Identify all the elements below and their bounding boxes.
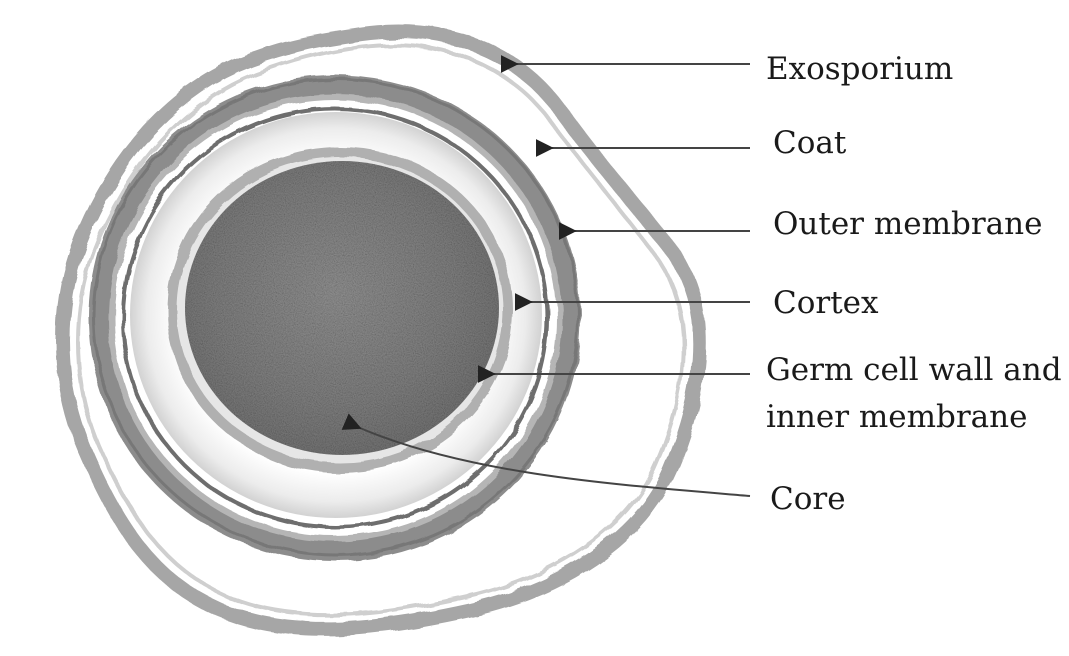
label-coat: Coat [773,125,847,161]
label-germ-cell-wall-line1: Germ cell wall and [766,352,1062,388]
core-texture [185,161,499,455]
label-exosporium: Exosporium [766,51,953,87]
label-germ-cell-wall-line2: inner membrane [766,399,1027,435]
label-core: Core [770,481,846,517]
label-outer-membrane: Outer membrane [773,206,1042,242]
label-cortex: Cortex [773,285,879,321]
